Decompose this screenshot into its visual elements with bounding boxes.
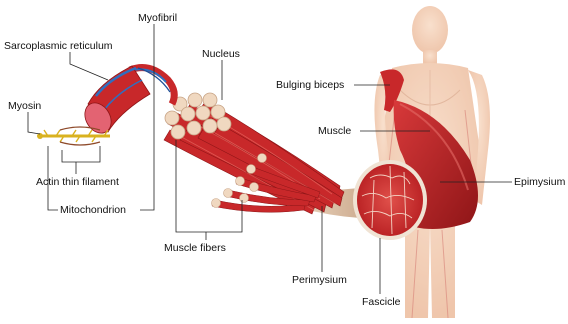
label-bulging-biceps: Bulging biceps — [276, 79, 344, 91]
label-mitochondrion: Mitochondrion — [60, 204, 126, 216]
label-myofibril: Myofibril — [138, 12, 177, 24]
label-perimysium: Perimysium — [292, 274, 347, 286]
label-muscle-fibers: Muscle fibers — [164, 242, 226, 254]
label-muscle: Muscle — [318, 125, 351, 137]
label-fascicle: Fascicle — [362, 296, 401, 308]
sarcoplasmic-reticulum-cylinder — [80, 66, 150, 138]
label-myosin: Myosin — [8, 100, 41, 112]
label-sarcoplasmic-reticulum: Sarcoplasmic reticulum — [4, 40, 113, 52]
muscle-fiber-bundle — [164, 93, 344, 214]
muscle-cross-section — [353, 160, 427, 240]
label-actin-thin-filament: Actin thin filament — [36, 176, 119, 188]
myosin-actin-filament — [37, 127, 110, 145]
label-nucleus: Nucleus — [202, 48, 240, 60]
label-epimysium: Epimysium — [514, 176, 565, 188]
